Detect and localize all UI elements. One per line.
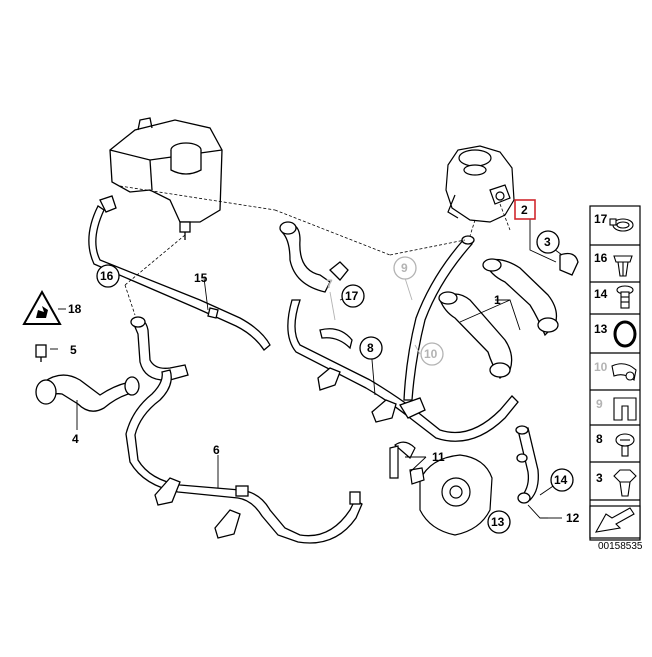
callout-4: 4 bbox=[72, 432, 79, 446]
o-ring-icon bbox=[613, 320, 637, 348]
callout-1: 1 bbox=[494, 293, 501, 307]
hose-clip-icon bbox=[611, 363, 637, 381]
callout-11: 11 bbox=[432, 450, 445, 464]
legend-num-13: 13 bbox=[594, 322, 608, 336]
hex-screw-icon bbox=[613, 469, 637, 497]
ghost-callout-circles bbox=[393, 256, 444, 366]
callout-9: 9 bbox=[401, 261, 408, 275]
legend-num-14: 14 bbox=[594, 287, 608, 301]
callout-13: 13 bbox=[491, 515, 505, 529]
main-coolant-pipe bbox=[279, 221, 519, 442]
callout-14: 14 bbox=[554, 473, 568, 487]
callout-3: 3 bbox=[544, 235, 551, 249]
callout-6: 6 bbox=[213, 443, 220, 457]
callout-10: 10 bbox=[424, 347, 438, 361]
callout-17: 17 bbox=[345, 289, 359, 303]
ghost-leaders bbox=[329, 277, 421, 355]
hose-4 bbox=[35, 344, 140, 412]
thermostat-housing bbox=[445, 145, 515, 223]
callout-2: 2 bbox=[521, 203, 528, 217]
legend-num-3: 3 bbox=[596, 471, 603, 485]
callout-18: 18 bbox=[68, 302, 82, 316]
callout-7: 7 bbox=[326, 277, 333, 291]
callout-16: 16 bbox=[100, 269, 114, 283]
holder-clip-icon bbox=[613, 397, 637, 421]
callout-15: 15 bbox=[194, 271, 208, 285]
callout-8: 8 bbox=[367, 341, 374, 355]
legend-num-16: 16 bbox=[594, 251, 608, 265]
warning-triangle-icon bbox=[22, 289, 62, 325]
legend-num-10: 10 bbox=[594, 360, 608, 374]
legend-num-8: 8 bbox=[596, 432, 603, 446]
hose-10 bbox=[403, 235, 475, 401]
hose-1 bbox=[438, 252, 579, 379]
hose-6 bbox=[125, 316, 363, 544]
legend-num-9: 9 bbox=[596, 397, 603, 411]
diagram-reference-code: 00158535 bbox=[598, 541, 643, 552]
screw-icon bbox=[615, 433, 635, 457]
legend-num-17: 17 bbox=[594, 212, 608, 226]
hose-12 bbox=[515, 425, 539, 504]
callout-circles bbox=[96, 230, 574, 534]
hose-clamp-icon bbox=[609, 218, 634, 232]
callout-12: 12 bbox=[566, 511, 580, 525]
hose-15 bbox=[88, 195, 271, 351]
expanding-rivet-icon bbox=[613, 255, 633, 277]
callout-2-highlight bbox=[514, 199, 536, 220]
orientation-arrow-icon bbox=[589, 505, 641, 539]
callout-5: 5 bbox=[70, 343, 77, 357]
bolt-icon bbox=[616, 285, 634, 309]
leader-lines bbox=[99, 185, 511, 316]
expansion-tank bbox=[109, 117, 223, 240]
water-pump bbox=[389, 441, 493, 536]
